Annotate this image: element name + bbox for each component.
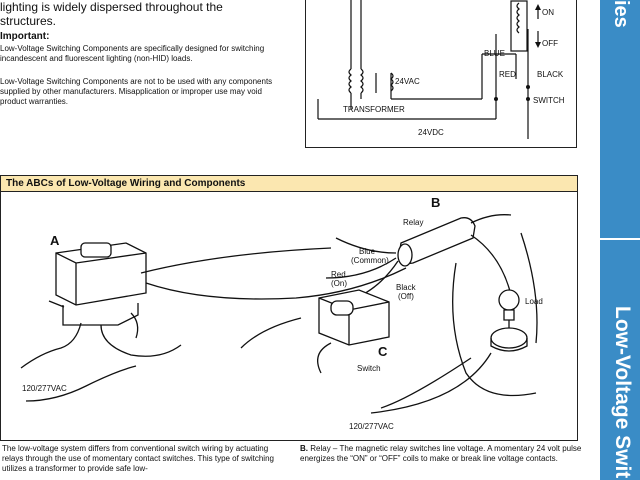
bottom-right-text: Relay – The magnetic relay switches line… [300,444,582,463]
red-wire-sublabel: (On) [331,279,347,288]
important-heading: Important: [0,31,50,42]
schematic-on-label: ON [542,8,554,17]
sidebar-divider [600,238,640,240]
schematic-black-label: BLACK [537,70,564,79]
schematic-box: ON OFF BLUE RED BLACK SWITCH 24VAC TRANS… [305,0,577,148]
switch-label: Switch [357,364,381,373]
schematic-24vdc-label: 24VDC [418,128,444,137]
load-label: Load [525,297,543,306]
schematic-blue-label: BLUE [484,49,505,58]
black-wire-label: Black [396,283,416,292]
label-a: A [50,233,60,248]
bottom-right-bold: B. [300,444,308,453]
important-paragraph-2: Low-Voltage Switching Components are not… [0,77,273,106]
intro-text: lighting is widely dispersed throughout … [0,0,223,28]
important-paragraph-1: Low-Voltage Switching Components are spe… [0,44,265,63]
schematic-off-label: OFF [542,39,558,48]
label-c: C [378,344,388,359]
schematic-drawing [317,0,541,139]
bottom-left-paragraph: The low-voltage system differs from conv… [2,444,274,473]
label-b: B [431,195,441,210]
vac-left-label: 120/277VAC [22,384,67,393]
red-wire-label: Red [331,270,346,279]
sidebar: ies Low-Voltage Swit [600,0,640,480]
blue-wire-sublabel: (Common) [351,256,389,265]
relay-label: Relay [403,218,424,227]
blue-wire-label: Blue [359,247,376,256]
vac-right-label: 120/277VAC [349,422,394,431]
black-wire-sublabel: (Off) [398,292,414,301]
schematic-switch-label: SWITCH [533,96,565,105]
wiring-diagram-panel: The ABCs of Low-Voltage Wiring and Compo… [0,175,578,441]
schematic-red-label: RED [499,70,516,79]
wiring-diagram [20,214,538,414]
bottom-right-paragraph: B. Relay – The magnetic relay switches l… [300,444,585,464]
sidebar-section-label: Low-Voltage Swit [611,306,634,479]
diagram-title: The ABCs of Low-Voltage Wiring and Compo… [1,176,577,192]
sidebar-top-label: ies [610,0,632,28]
schematic-transformer-label: TRANSFORMER [343,105,405,114]
schematic-24vac-label: 24VAC [395,77,420,86]
